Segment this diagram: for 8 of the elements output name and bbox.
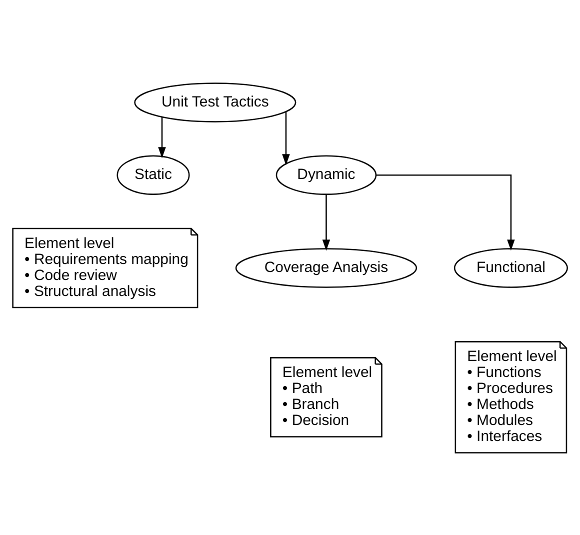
node-ellipse: Coverage Analysis bbox=[235, 248, 418, 288]
node-ellipse: Functional bbox=[454, 248, 568, 288]
arrow bbox=[376, 174, 515, 250]
arrow bbox=[322, 194, 330, 250]
node-ellipse: Static bbox=[116, 154, 190, 194]
arrow bbox=[282, 111, 290, 165]
arrow bbox=[158, 116, 166, 158]
node-ellipse: Unit Test Tactics bbox=[134, 82, 296, 122]
